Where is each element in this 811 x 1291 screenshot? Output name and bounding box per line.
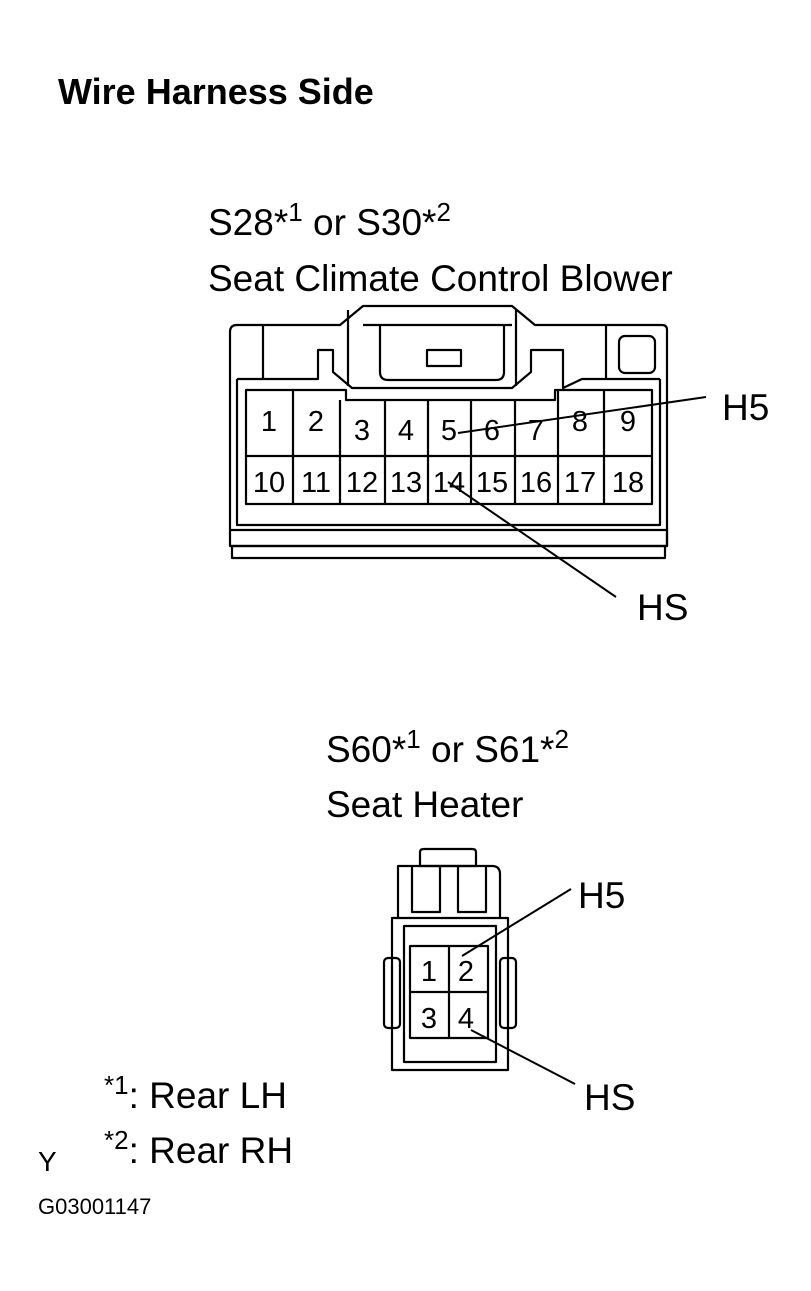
note-rear-lh: *1: Rear LH [104, 1072, 287, 1116]
connector2-star-a: * [391, 729, 407, 770]
connector1-star-a: * [273, 202, 289, 243]
connector1-pin-18: 18 [612, 467, 644, 499]
connector1-star-b: * [422, 202, 437, 243]
corner-mark: Y [38, 1146, 57, 1177]
connector1-pin-4: 4 [398, 415, 414, 447]
note2-text: : Rear RH [128, 1130, 294, 1171]
connector2-sup-a: 1 [406, 724, 421, 754]
connector1-description: Seat Climate Control Blower [208, 258, 673, 299]
connector2-pin-2: 2 [458, 956, 474, 988]
connector2-star-b: * [540, 729, 555, 770]
connector1-pin-15: 15 [476, 467, 508, 499]
connector2-id-label: S60*1 or S61*2 [326, 726, 569, 770]
connector1-pin-10: 10 [253, 467, 285, 499]
connector1-pin-7: 7 [528, 415, 544, 447]
note2-star: * [104, 1125, 115, 1155]
connector1-pin-3: 3 [354, 415, 370, 447]
connector2-housing [382, 847, 518, 1072]
connector1-pin-11: 11 [301, 467, 331, 499]
connector1-or: or [313, 202, 346, 243]
connector1-id-label: S28*1 or S30*2 [208, 199, 451, 243]
connector1-hs-leader [447, 481, 617, 598]
note1-star: * [104, 1070, 115, 1100]
connector1-pin-8: 8 [572, 406, 588, 438]
connector2-sup-b: 2 [554, 724, 569, 754]
connector2-name-a: S60 [326, 729, 392, 770]
figure-id: G03001147 [38, 1194, 152, 1219]
connector1-pin-13: 13 [390, 467, 422, 499]
connector1-sup-b: 2 [436, 197, 451, 227]
connector1-pin-9: 9 [620, 406, 636, 438]
connector2-or: or [431, 729, 464, 770]
note2-num: 2 [114, 1125, 129, 1155]
connector1-pin-12: 12 [346, 467, 378, 499]
connector1-bottom-row-pins: 10 11 12 13 14 15 16 17 18 [253, 467, 644, 499]
connector1-name-a: S28 [208, 202, 274, 243]
connector1-sup-a: 1 [288, 197, 303, 227]
connector2-pin-1: 1 [421, 956, 437, 988]
connector1-pin-16: 16 [520, 467, 552, 499]
connector2-callout-h5: H5 [578, 875, 625, 916]
connector2-hs-leader [470, 1029, 576, 1085]
connector1-pin-5: 5 [441, 415, 457, 447]
connector2-callout-hs: HS [584, 1077, 635, 1118]
connector2-description: Seat Heater [326, 784, 524, 825]
connector1-pin-14: 14 [433, 467, 465, 499]
connector1-pin-17: 17 [564, 467, 596, 499]
connector1-callout-h5: H5 [722, 387, 769, 428]
connector1-callout-hs: HS [637, 587, 688, 628]
connector2-pin-3: 3 [421, 1003, 437, 1035]
connector2-pin-4: 4 [458, 1003, 474, 1035]
note1-num: 1 [114, 1070, 129, 1100]
page-title: Wire Harness Side [58, 71, 374, 112]
note1-text: : Rear LH [128, 1075, 287, 1116]
connector1-housing [228, 304, 669, 560]
connector1-pin-1: 1 [261, 406, 277, 438]
connector2-name-b: S61 [474, 729, 541, 770]
connector1-name-b: S30 [356, 202, 423, 243]
connector1-h5-leader [457, 396, 707, 434]
connector2-h5-leader [461, 888, 572, 957]
connector1-pin-2: 2 [308, 406, 324, 438]
note-rear-rh: *2: Rear RH [104, 1127, 294, 1171]
connector1-pin-6: 6 [484, 415, 500, 447]
